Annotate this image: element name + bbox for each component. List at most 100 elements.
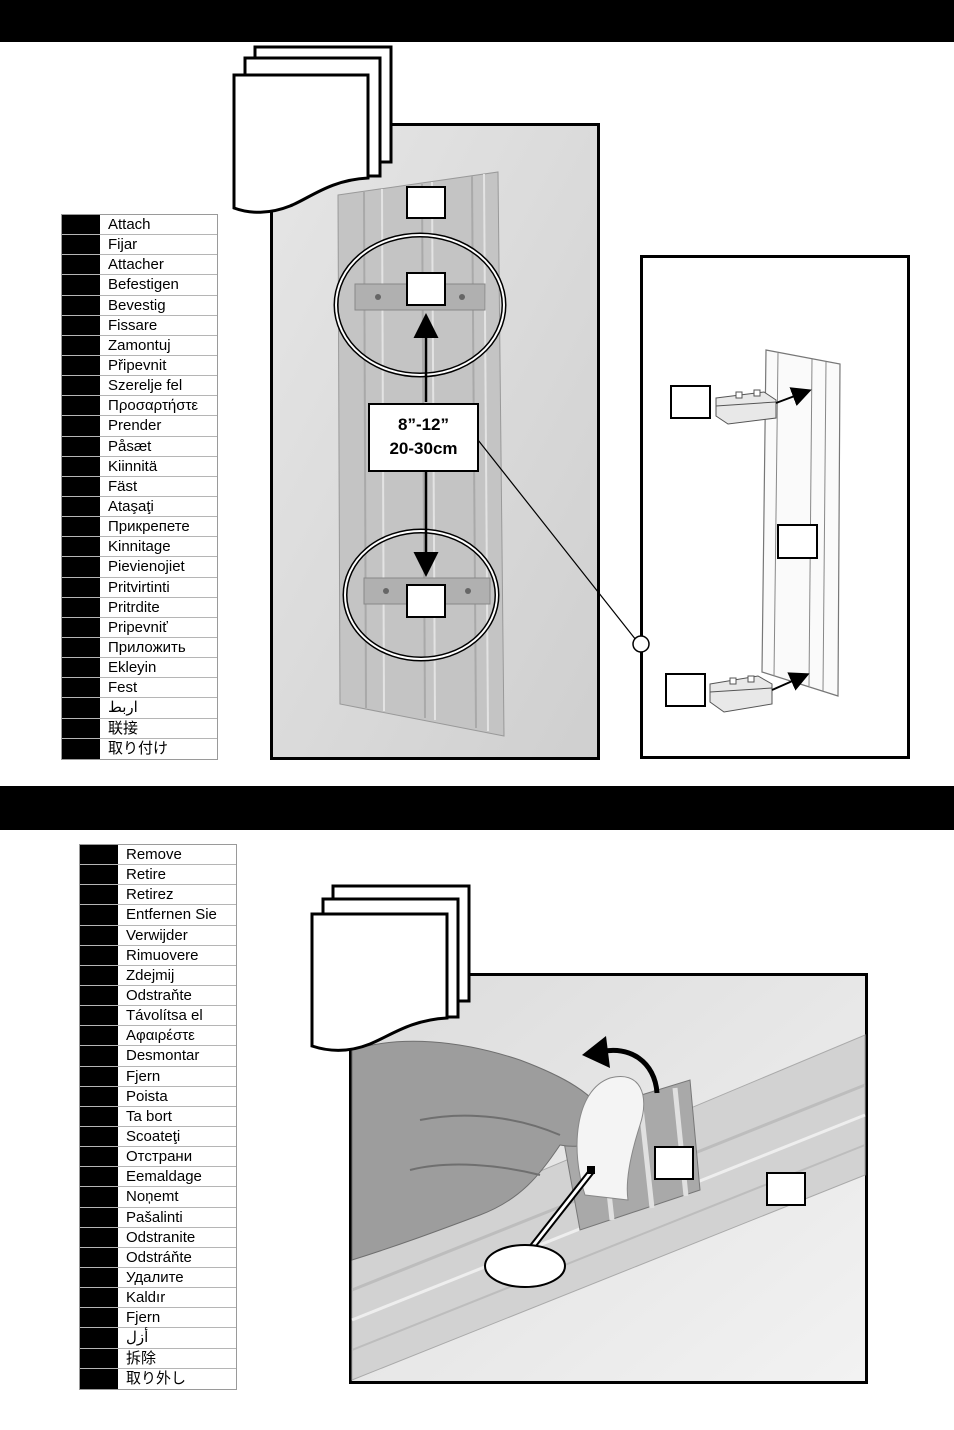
label-box-clip bbox=[654, 1146, 694, 1180]
detail-lower-bracket bbox=[709, 675, 773, 713]
language-swatch bbox=[80, 1308, 118, 1328]
language-row: 拆除 bbox=[80, 1348, 236, 1369]
language-row: Pašalinti bbox=[80, 1207, 236, 1228]
language-swatch bbox=[80, 925, 118, 945]
language-label: Rimuovere bbox=[126, 946, 199, 964]
language-label: Fissare bbox=[108, 316, 158, 334]
language-row: Entfernen Sie bbox=[80, 905, 236, 926]
language-swatch bbox=[62, 537, 100, 557]
language-swatch bbox=[62, 335, 100, 355]
language-row: Odstráňte bbox=[80, 1247, 236, 1268]
language-swatch bbox=[80, 965, 118, 985]
stacked-pages-icon bbox=[310, 884, 471, 1052]
language-swatch bbox=[62, 255, 100, 275]
language-row: Fäst bbox=[62, 476, 217, 497]
language-swatch bbox=[80, 1227, 118, 1247]
language-label: Retirez bbox=[126, 886, 174, 904]
language-swatch bbox=[80, 1328, 118, 1348]
language-label: Ekleyin bbox=[108, 659, 157, 677]
language-swatch bbox=[62, 718, 100, 738]
language-label: Desmontar bbox=[126, 1047, 200, 1065]
language-label: 联接 bbox=[108, 719, 139, 737]
language-swatch bbox=[80, 845, 118, 865]
language-swatch bbox=[80, 1207, 118, 1227]
language-row: Удалите bbox=[80, 1267, 236, 1289]
language-row: Remove bbox=[80, 845, 236, 866]
language-swatch bbox=[80, 1247, 118, 1267]
language-row: Pripevniť bbox=[62, 617, 217, 638]
language-row: Retire bbox=[80, 865, 236, 886]
language-row: Приложить bbox=[62, 637, 217, 659]
language-label: Pritrdite bbox=[108, 598, 160, 616]
detail-label-box-upper-bracket bbox=[670, 385, 711, 419]
language-swatch bbox=[62, 738, 100, 759]
language-label: Scoateţi bbox=[126, 1127, 181, 1145]
language-label: Távolítsa el bbox=[126, 1007, 203, 1025]
language-row: Zdejmij bbox=[80, 965, 236, 986]
language-label: Fjern bbox=[126, 1309, 161, 1327]
detail-rail-brackets bbox=[640, 255, 910, 759]
language-label: Noņemt bbox=[126, 1188, 179, 1206]
language-swatch bbox=[62, 295, 100, 315]
language-row: Прикрепете bbox=[62, 517, 217, 538]
language-label: Retire bbox=[126, 866, 167, 884]
language-swatch bbox=[62, 517, 100, 537]
language-row: Pievienojiet bbox=[62, 557, 217, 578]
language-label: Entfernen Sie bbox=[126, 906, 217, 924]
spacing-callout-box bbox=[368, 403, 479, 472]
language-label: Odstráňte bbox=[126, 1248, 192, 1266]
language-swatch bbox=[62, 698, 100, 718]
language-label: اربط bbox=[108, 699, 138, 717]
language-label: Prender bbox=[108, 417, 162, 435]
detail-label-box-lower-bracket bbox=[665, 673, 706, 707]
language-label: Pripevniť bbox=[108, 618, 168, 636]
language-row: Bevestig bbox=[62, 295, 217, 316]
language-row: Отстрани bbox=[80, 1147, 236, 1168]
language-row: Noņemt bbox=[80, 1187, 236, 1208]
photo-rail-on-wall bbox=[270, 123, 600, 760]
language-row: Påsæt bbox=[62, 436, 217, 457]
language-swatch bbox=[62, 235, 100, 255]
language-swatch bbox=[80, 945, 118, 965]
language-swatch bbox=[80, 885, 118, 905]
language-swatch bbox=[80, 1288, 118, 1308]
language-label: Attach bbox=[108, 216, 151, 233]
language-label: Kaldır bbox=[126, 1289, 166, 1307]
language-label: Attacher bbox=[108, 256, 164, 274]
language-row: Poista bbox=[80, 1086, 236, 1107]
language-label: Fijar bbox=[108, 236, 138, 254]
language-row: Ekleyin bbox=[62, 658, 217, 679]
language-label: 拆除 bbox=[126, 1349, 157, 1367]
detail-connector-line bbox=[477, 439, 637, 641]
language-swatch bbox=[80, 865, 118, 885]
language-label: Szerelje fel bbox=[108, 377, 183, 395]
language-swatch bbox=[62, 275, 100, 295]
language-swatch bbox=[80, 1006, 118, 1026]
language-swatch bbox=[80, 1167, 118, 1187]
language-label: Påsæt bbox=[108, 437, 152, 455]
language-swatch bbox=[62, 456, 100, 476]
language-swatch bbox=[80, 1046, 118, 1066]
language-row: Odstranite bbox=[80, 1227, 236, 1248]
language-swatch bbox=[80, 985, 118, 1006]
language-swatch bbox=[80, 1106, 118, 1126]
language-row: Kiinnitä bbox=[62, 456, 217, 477]
language-row: Pritvirtinti bbox=[62, 577, 217, 598]
language-label: Pievienojiet bbox=[108, 558, 185, 576]
curved-arrow bbox=[599, 1048, 660, 1094]
language-swatch bbox=[62, 396, 100, 416]
language-label: Ataşaţi bbox=[108, 497, 154, 515]
language-swatch bbox=[80, 905, 118, 925]
language-swatch bbox=[62, 476, 100, 496]
language-label: Приложить bbox=[108, 638, 186, 656]
detail-rail bbox=[761, 349, 841, 697]
language-label: Удалите bbox=[126, 1268, 184, 1286]
language-label: Прикрепете bbox=[108, 518, 190, 536]
language-label: Pritvirtinti bbox=[108, 578, 170, 596]
language-swatch bbox=[62, 376, 100, 396]
label-box-rail bbox=[406, 186, 446, 219]
language-swatch bbox=[62, 436, 100, 456]
language-swatch bbox=[80, 1348, 118, 1368]
